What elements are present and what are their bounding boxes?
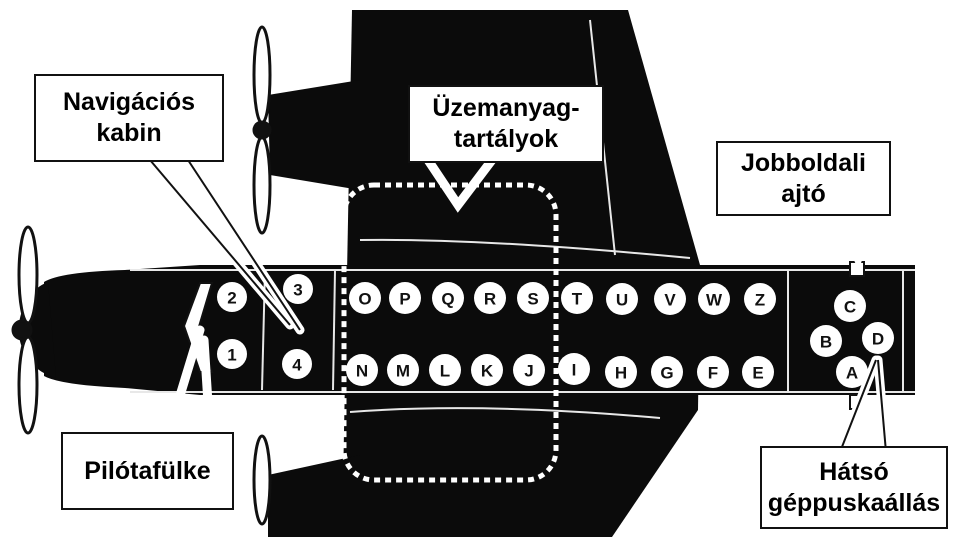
seat-L <box>429 354 461 386</box>
seat-Z <box>744 283 776 315</box>
seat-D <box>862 322 894 354</box>
seat-T <box>561 282 593 314</box>
seat-W <box>698 283 730 315</box>
seat-label-M: M <box>396 362 410 381</box>
fuel-tanks-label-line1: Üzemanyag- <box>432 94 580 122</box>
seat-label-C: C <box>844 298 856 317</box>
seat-label-O: O <box>358 290 371 309</box>
engine-nacelle-upper <box>268 80 360 190</box>
seat-label-2: 2 <box>227 289 236 308</box>
navigation-cabin-callout: Navigációs kabin <box>34 74 224 162</box>
propeller-lower <box>252 434 272 526</box>
seat-labels: 2 1 3 4 O P Q R S T U V W Z N M L K J I … <box>227 281 884 383</box>
seat-U <box>606 283 638 315</box>
fuel-tanks-callout: Üzemanyag- tartályok <box>408 85 604 163</box>
rear-gun-label-line1: Hátsó <box>819 457 889 486</box>
seat-F <box>697 356 729 388</box>
seat-R <box>474 282 506 314</box>
navigation-cabin-label-line2: kabin <box>96 119 162 147</box>
seat-label-1: 1 <box>227 346 236 365</box>
seat-group <box>217 274 894 388</box>
seat-V <box>654 283 686 315</box>
right-door-label-line1: Jobboldali <box>741 148 866 177</box>
seat-label-H: H <box>615 364 627 383</box>
seat-label-F: F <box>708 364 718 383</box>
seat-label-N: N <box>356 362 368 381</box>
seat-E <box>742 356 774 388</box>
seat-1 <box>217 339 247 369</box>
seat-label-E: E <box>752 364 763 383</box>
seat-label-G: G <box>660 364 673 383</box>
seat-label-R: R <box>484 290 496 309</box>
propeller-upper <box>252 25 272 235</box>
seat-M <box>387 354 419 386</box>
seat-I <box>558 353 590 385</box>
seat-2 <box>217 282 247 312</box>
callout-pointers-outline <box>149 159 887 453</box>
seat-label-J: J <box>524 362 533 381</box>
seat-Q <box>432 282 464 314</box>
fuel-tanks-label-line2: tartályok <box>453 125 559 153</box>
seat-label-Z: Z <box>755 291 765 310</box>
rear-gun-position-callout: Hátsó géppuskaállás <box>760 446 948 529</box>
seat-label-D: D <box>872 330 884 349</box>
seat-G <box>651 356 683 388</box>
seat-label-P: P <box>399 290 410 309</box>
seat-label-I: I <box>572 361 577 380</box>
seat-label-W: W <box>706 291 723 310</box>
seat-H <box>605 356 637 388</box>
seat-label-L: L <box>440 362 450 381</box>
seat-label-3: 3 <box>293 281 302 300</box>
right-door-callout: Jobboldali ajtó <box>716 141 891 216</box>
right-door-label-line2: ajtó <box>781 179 826 208</box>
seat-C <box>834 290 866 322</box>
cockpit-callout: Pilótafülke <box>61 432 234 510</box>
seat-label-S: S <box>527 290 538 309</box>
seat-S <box>517 282 549 314</box>
seat-label-T: T <box>572 290 583 309</box>
cockpit-label: Pilótafülke <box>84 456 211 485</box>
engine-nacelle-lower <box>268 455 360 537</box>
seat-A <box>836 356 868 388</box>
navigation-cabin-label-line1: Navigációs <box>62 88 195 116</box>
seat-label-V: V <box>664 291 676 310</box>
seat-N <box>346 354 378 386</box>
rear-gun-label-line2: géppuskaállás <box>767 488 941 517</box>
seat-label-B: B <box>820 333 832 352</box>
seat-J <box>513 354 545 386</box>
seat-label-U: U <box>616 291 628 310</box>
seat-label-K: K <box>481 362 494 381</box>
seat-B <box>810 325 842 357</box>
seat-label-A: A <box>846 364 858 383</box>
seat-O <box>349 282 381 314</box>
seat-P <box>389 282 421 314</box>
seat-3 <box>283 274 313 304</box>
seat-K <box>471 354 503 386</box>
seat-4 <box>282 349 312 379</box>
seat-label-4: 4 <box>292 356 302 375</box>
propeller-nose <box>11 225 39 435</box>
fuel-tank-outline <box>341 182 559 483</box>
seat-label-Q: Q <box>441 290 454 309</box>
